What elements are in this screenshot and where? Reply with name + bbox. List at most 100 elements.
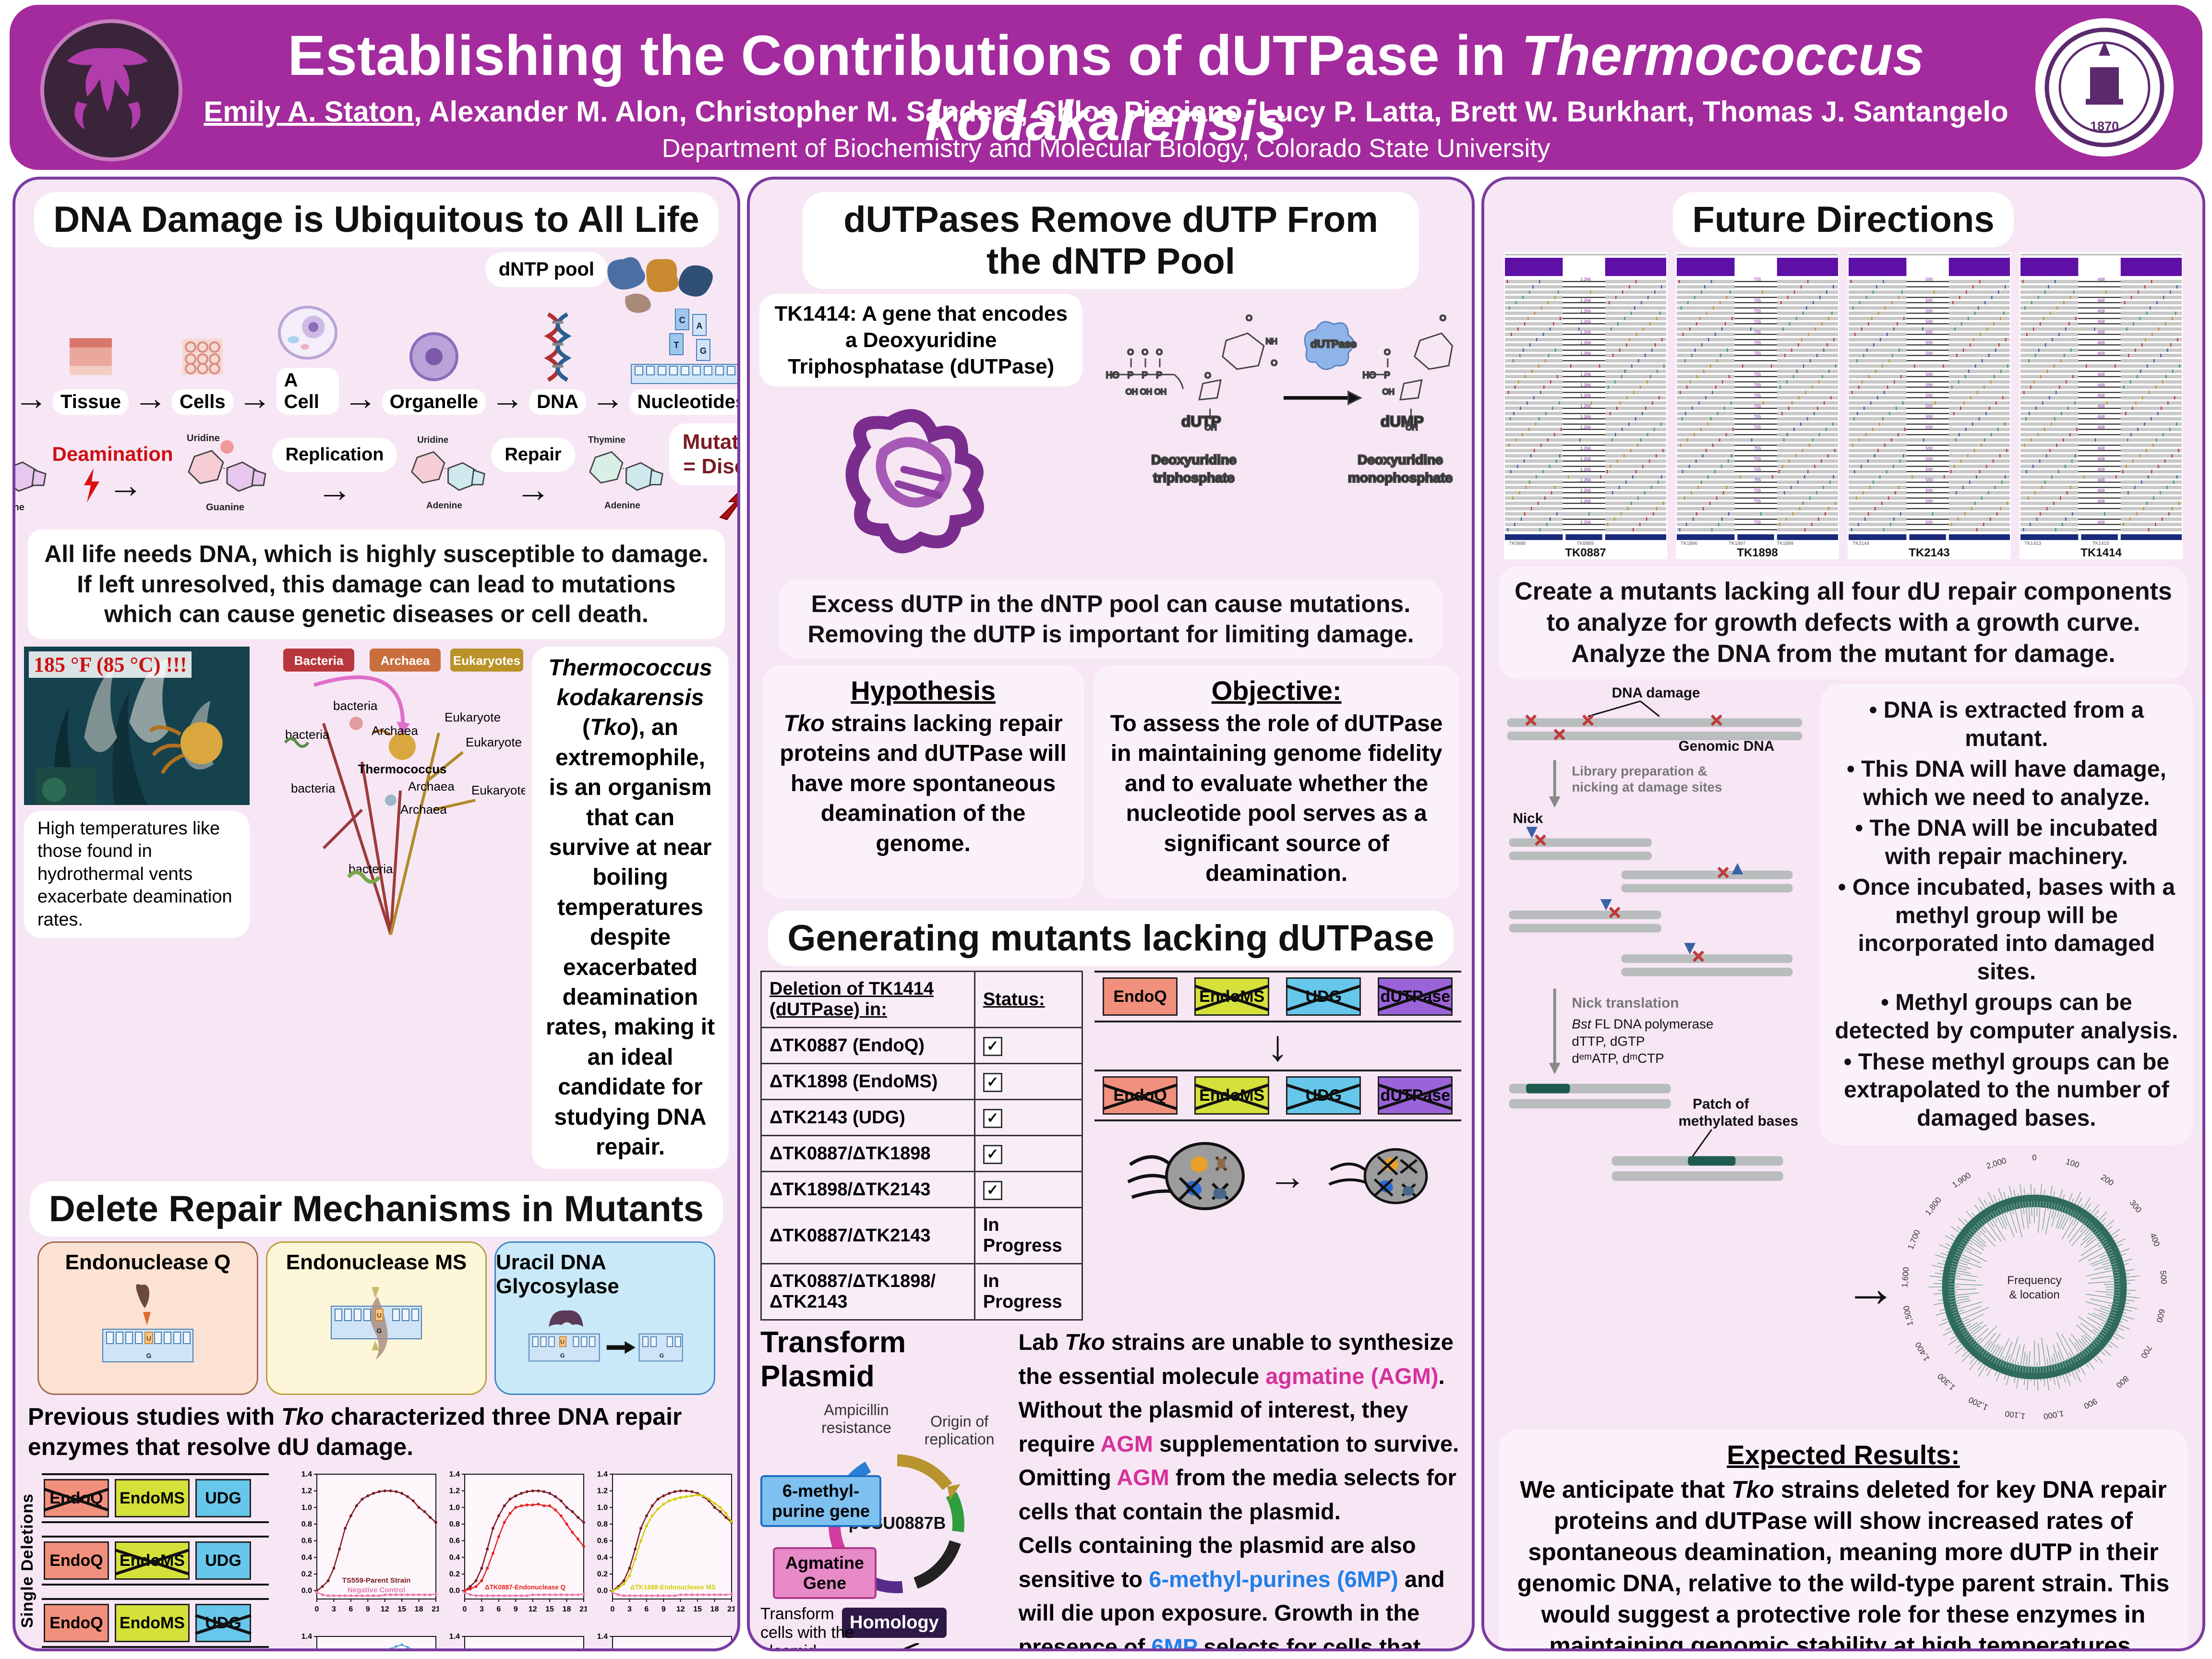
table-row: ΔTK0887/ΔTK1898✓	[760, 1135, 1083, 1173]
svg-text:9: 9	[514, 1605, 518, 1613]
udg-box: Uracil DNA Glycosylase U G G	[494, 1241, 715, 1395]
svg-text:1,266: 1,266	[1580, 383, 1591, 387]
svg-text:15: 15	[545, 1605, 554, 1613]
svg-text:590: 590	[1925, 404, 1933, 409]
svg-text:O: O	[1128, 348, 1134, 357]
mutations-disease-label: Mutations = Disease	[669, 423, 737, 486]
svg-text:0.4: 0.4	[301, 1554, 312, 1562]
svg-text:0.6: 0.6	[301, 1537, 312, 1545]
gene-endoms: EndoMS	[1194, 1076, 1270, 1115]
flow-organelle: Organelle	[382, 328, 486, 415]
thymine-adenine-structure: Thymine Adenine	[588, 435, 663, 510]
svg-text:1.4: 1.4	[597, 1633, 608, 1641]
svg-text:2,000: 2,000	[1985, 1156, 2007, 1171]
poster-affiliation: Department of Biochemistry and Molecular…	[661, 134, 1551, 163]
expected-results-box: Expected Results: We anticipate that Tko…	[1499, 1430, 2188, 1648]
svg-text:OH: OH	[1126, 387, 1138, 396]
svg-text:0.2: 0.2	[449, 1570, 460, 1578]
svg-text:755: 755	[1754, 393, 1761, 398]
svg-text:0.8: 0.8	[597, 1520, 608, 1528]
svg-text:468: 468	[2097, 393, 2104, 398]
svg-text:755: 755	[1754, 446, 1761, 451]
growth-plot: 0.00.20.40.60.81.01.21.4036912151821ΔEnd…	[590, 1631, 734, 1648]
svg-text:755: 755	[1754, 467, 1761, 472]
svg-text:21: 21	[579, 1605, 587, 1613]
svg-text:0: 0	[463, 1605, 467, 1613]
svg-text:TK0889: TK0889	[1577, 541, 1594, 546]
svg-text:Archaea: Archaea	[372, 723, 418, 738]
svg-text:HO: HO	[1363, 370, 1376, 380]
svg-text:6: 6	[644, 1605, 649, 1613]
svg-text:6: 6	[349, 1605, 353, 1613]
svg-text:590: 590	[1925, 499, 1933, 504]
svg-text:Guanine: Guanine	[206, 502, 244, 513]
gene-dutpase: dUTPase	[1378, 977, 1453, 1016]
hypothesis-box: Hypothesis Tko strains lacking repair pr…	[762, 665, 1084, 899]
svg-text:1.4: 1.4	[301, 1470, 312, 1479]
svg-text:1,200: 1,200	[1967, 1395, 1990, 1412]
svg-text:Archaea: Archaea	[400, 802, 447, 817]
svg-text:1.4: 1.4	[301, 1633, 312, 1641]
svg-text:0.0: 0.0	[597, 1587, 608, 1595]
svg-text:T: T	[673, 340, 679, 350]
csu-ram-logo-icon	[40, 19, 182, 161]
bullet-item: • DNA is extracted from a mutant.	[1869, 697, 2144, 751]
agm-selection-text: Lab Tko strains are unable to synthesize…	[1018, 1329, 1466, 1651]
ampicillin-label: Ampicillin resistance	[821, 1401, 891, 1437]
flow-cells: Cells	[172, 328, 233, 415]
poster-title: Establishing the Contributions of dUTPas…	[288, 24, 1924, 153]
svg-text:0.2: 0.2	[301, 1570, 312, 1578]
svg-text:0.4: 0.4	[449, 1554, 460, 1562]
lightning-icon	[84, 468, 99, 503]
svg-text:1.0: 1.0	[449, 1504, 460, 1512]
mutant-cell-all-deleted-icon	[1328, 1148, 1428, 1204]
growth-curves: OD600nm 0.00.20.40.60.81.01.21.403691215…	[271, 1468, 736, 1648]
svg-text:G: G	[700, 346, 707, 356]
svg-text:590: 590	[1925, 319, 1933, 324]
svg-text:15: 15	[693, 1605, 702, 1613]
svg-text:C: C	[679, 315, 685, 325]
svg-text:Nick translation: Nick translation	[1572, 995, 1679, 1011]
gene-endoms: EndoMS	[115, 1541, 190, 1580]
svg-text:0.0: 0.0	[301, 1587, 312, 1595]
svg-text:590: 590	[1925, 340, 1933, 345]
svg-text:1.4: 1.4	[597, 1470, 608, 1479]
svg-text:468: 468	[2097, 488, 2104, 493]
svg-text:590: 590	[1925, 372, 1933, 377]
svg-text:OH: OH	[1382, 387, 1395, 396]
svg-text:TK0887: TK0887	[1565, 546, 1606, 559]
bullet-item: • This DNA will have damage, which we ne…	[1846, 757, 2166, 810]
svg-text:755: 755	[1754, 351, 1761, 356]
svg-text:6: 6	[496, 1605, 501, 1613]
vent-caption: High temperatures like those found in hy…	[24, 810, 250, 938]
check-icon: ✓	[983, 1037, 1002, 1057]
svg-text:18: 18	[563, 1605, 571, 1613]
svg-text:1,700: 1,700	[1906, 1228, 1922, 1251]
svg-text:755: 755	[1754, 309, 1761, 313]
svg-text:O: O	[1384, 348, 1391, 357]
flow-a-cell: A Cell	[276, 301, 339, 415]
section-title-dna-damage: DNA Damage is Ubiquitous to All Life	[34, 192, 719, 247]
svg-text:monophosphate: monophosphate	[1348, 470, 1453, 485]
svg-text:Deoxyuridine: Deoxyuridine	[1152, 452, 1237, 467]
damage-detection-workflow: DNA damage Genomic DNA Library preparati…	[1494, 684, 1815, 1424]
endoq-diagram: U G	[102, 1284, 193, 1363]
svg-text:& location: & location	[2009, 1288, 2059, 1301]
svg-text:468: 468	[2097, 330, 2104, 335]
section-title-generating-mutants: Generating mutants lacking dUTPase	[768, 911, 1454, 966]
svg-text:triphosphate: triphosphate	[1154, 470, 1235, 485]
flow-dna: DNA	[529, 309, 586, 415]
svg-text:590: 590	[1925, 414, 1933, 419]
svg-text:500: 500	[2158, 1270, 2168, 1285]
svg-text:1,600: 1,600	[1900, 1267, 1911, 1288]
flow-nucleotides: C A T G Nucleotides	[629, 309, 737, 415]
svg-text:1,266: 1,266	[1580, 499, 1591, 504]
svg-text:P: P	[1128, 370, 1133, 380]
svg-text:P: P	[1156, 370, 1162, 380]
deletion-status-table: Deletion of TK1414 (dUTPase) in: Status:…	[760, 971, 1083, 1321]
svg-text:1,266: 1,266	[1580, 277, 1591, 282]
svg-text:468: 468	[2097, 277, 2104, 282]
tko-description: Thermococcus kodakarensis (Tko), an extr…	[532, 646, 729, 1169]
svg-text:0.6: 0.6	[449, 1537, 460, 1545]
